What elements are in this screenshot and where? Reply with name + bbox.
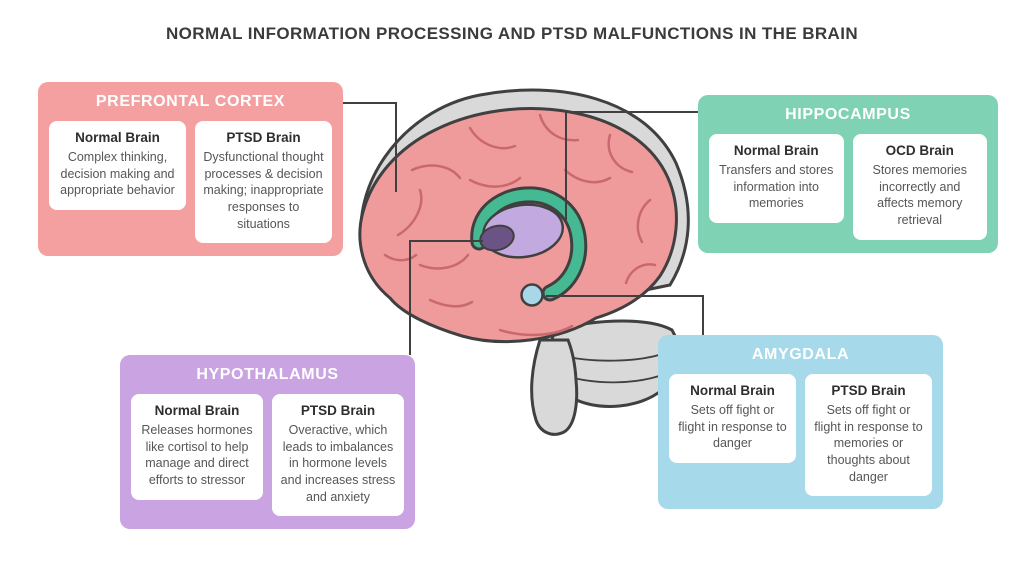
hippocampus-ocd-brain-card: OCD Brain Stores memories incorrectly an… xyxy=(852,134,987,240)
gyri-lines xyxy=(383,113,657,337)
prefrontal-cortex-box: PREFRONTAL CORTEX Normal Brain Complex t… xyxy=(38,82,343,257)
card-heading: Normal Brain xyxy=(733,143,819,158)
card-body: Sets off fight or flight in response to … xyxy=(678,403,787,451)
card-heading: PTSD Brain xyxy=(300,403,376,418)
amygdala-cards: Normal Brain Sets off fight or flight in… xyxy=(669,374,932,497)
connector-amygdala xyxy=(546,295,704,335)
prefrontal-ptsd-brain-card: PTSD Brain Dysfunctional thought process… xyxy=(195,121,332,244)
card-heading: Normal Brain xyxy=(154,403,240,418)
card-heading: OCD Brain xyxy=(885,143,954,158)
card-body: Stores memories incorrectly and affects … xyxy=(872,163,967,227)
hippocampus-box: HIPPOCAMPUS Normal Brain Transfers and s… xyxy=(698,95,998,253)
prefrontal-normal-brain-card: Normal Brain Complex thinking, decision … xyxy=(49,121,186,210)
amygdala-box: AMYGDALA Normal Brain Sets off fight or … xyxy=(658,335,943,510)
card-body: Complex thinking, decision making and ap… xyxy=(60,150,175,198)
card-body: Sets off fight or flight in response to … xyxy=(814,403,923,484)
hypothalamus-cards: Normal Brain Releases hormones like cort… xyxy=(131,394,404,517)
card-body: Transfers and stores information into me… xyxy=(719,163,834,211)
hippocampus-title: HIPPOCAMPUS xyxy=(785,106,911,123)
card-body: Dysfunctional thought processes & decisi… xyxy=(203,150,324,231)
connector-hippocampus xyxy=(565,111,698,222)
amygdala-normal-brain-card: Normal Brain Sets off fight or flight in… xyxy=(669,374,796,463)
amygdala-title: AMYGDALA xyxy=(751,346,850,363)
prefrontal-cortex-title: PREFRONTAL CORTEX xyxy=(95,93,286,110)
brainstem-shape xyxy=(530,338,579,436)
connector-prefrontal xyxy=(343,102,397,192)
hypothalamus-title: HYPOTHALAMUS xyxy=(196,366,339,383)
card-heading: PTSD Brain xyxy=(226,130,301,145)
connector-hypothalamus xyxy=(409,240,483,355)
amygdala-ptsd-brain-card: PTSD Brain Sets off fight or flight in r… xyxy=(805,374,932,497)
hippocampus-cards: Normal Brain Transfers and stores inform… xyxy=(709,134,987,240)
prefrontal-cards: Normal Brain Complex thinking, decision … xyxy=(49,121,332,244)
connector-lines xyxy=(343,102,704,355)
hypothalamus-normal-brain-card: Normal Brain Releases hormones like cort… xyxy=(131,394,263,500)
card-body: Releases hormones like cortisol to help … xyxy=(141,423,253,487)
hypothalamus-ptsd-brain-card: PTSD Brain Overactive, which leads to im… xyxy=(272,394,404,517)
hypothalamus-box: HYPOTHALAMUS Normal Brain Releases hormo… xyxy=(120,355,415,530)
card-heading: Normal Brain xyxy=(75,130,160,145)
amygdala-shape xyxy=(520,283,544,307)
hypothalamus-shape xyxy=(479,224,515,252)
card-heading: Normal Brain xyxy=(690,383,775,398)
hippocampus-shape xyxy=(473,189,585,299)
page-title: NORMAL INFORMATION PROCESSING AND PTSD M… xyxy=(165,24,859,43)
hippocampus-normal-brain-card: Normal Brain Transfers and stores inform… xyxy=(709,134,844,223)
card-heading: PTSD Brain xyxy=(831,383,906,398)
card-body: Overactive, which leads to imbalances in… xyxy=(280,423,396,504)
